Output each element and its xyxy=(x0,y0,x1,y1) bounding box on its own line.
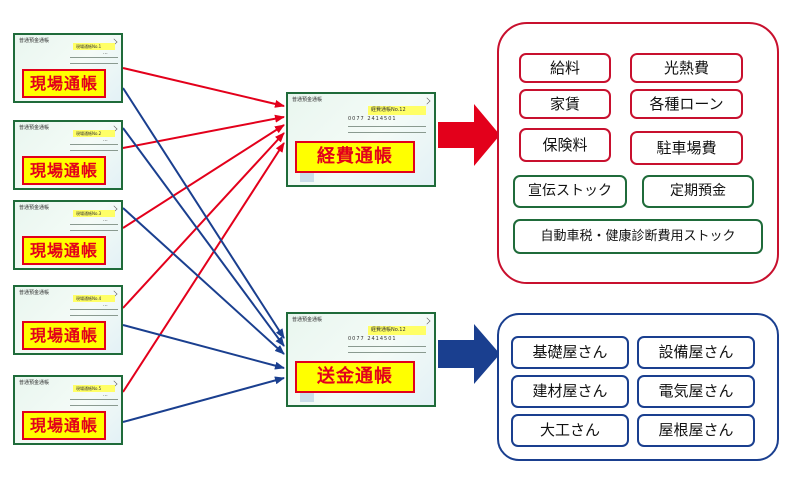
passbook-dots: ⋯ xyxy=(103,51,109,57)
passbook-line xyxy=(70,224,118,225)
passbook-tab: 現場通帳No.2 xyxy=(73,130,115,137)
passbook-line xyxy=(348,346,426,347)
site-passbook-4[interactable]: 普通預金通帳 現場通帳No.4 ⋯ 現場通帳 xyxy=(13,285,123,355)
expense-item-loans[interactable]: 各種ローン xyxy=(630,89,743,119)
expense-item-insurance[interactable]: 保険料 xyxy=(519,128,611,162)
passbook-bank-name: 普通預金通帳 xyxy=(19,205,50,211)
passbook-line xyxy=(348,132,426,133)
passbook-tab: 現場通帳No.4 xyxy=(73,295,115,302)
passbook-dots: ⋯ xyxy=(103,138,109,144)
expense-item-rent[interactable]: 家賃 xyxy=(519,89,611,119)
passbook-account: 0077 2414501 xyxy=(348,116,397,122)
passbook-line xyxy=(70,63,118,64)
site-passbook-label: 現場通帳 xyxy=(22,321,106,350)
passbook-tab: 経費通帳No.12 xyxy=(368,326,426,335)
transfer-output-arrow xyxy=(438,324,500,384)
connector-to-transfer-2 xyxy=(122,127,285,347)
expense-passbook-label: 経費通帳 xyxy=(295,141,415,173)
passbook-tab: 現場通帳No.3 xyxy=(73,210,115,217)
connector-to-transfer-1 xyxy=(122,87,285,339)
transfer-passbook[interactable]: 普通預金通帳 経費通帳No.12 0077 2414501 送金通帳 xyxy=(286,312,436,407)
connector-to-expense-2 xyxy=(122,114,285,149)
passbook-line xyxy=(70,230,118,231)
expense-item-utilities[interactable]: 光熱費 xyxy=(630,53,743,83)
transfer-item-roofer[interactable]: 屋根屋さん xyxy=(637,414,755,447)
site-passbook-5[interactable]: 普通預金通帳 現場通帳No.5 ⋯ 現場通帳 xyxy=(13,375,123,445)
passbook-tab: 経費通帳No.12 xyxy=(368,106,426,115)
passbook-tab: 現場通帳No.5 xyxy=(73,385,115,392)
passbook-line xyxy=(70,57,118,58)
site-passbook-1[interactable]: 普通預金通帳 現場通帳No.1 ⋯ 現場通帳 xyxy=(13,33,123,103)
transfer-item-carpenter[interactable]: 大工さん xyxy=(511,414,629,447)
site-passbook-label: 現場通帳 xyxy=(22,69,106,98)
connector-to-transfer-3 xyxy=(122,207,285,355)
expense-output-arrow xyxy=(438,104,500,166)
expense-passbook[interactable]: 普通預金通帳 経費通帳No.12 0077 2414501 経費通帳 xyxy=(286,92,436,187)
passbook-bank-name: 普通預金通帳 xyxy=(292,97,323,103)
passbook-dots: ⋯ xyxy=(103,218,109,224)
site-passbook-3[interactable]: 普通預金通帳 現場通帳No.3 ⋯ 現場通帳 xyxy=(13,200,123,270)
passbook-line xyxy=(348,352,426,353)
expense-destinations-group: 給料 光熱費 家賃 各種ローン 保険料 駐車場費 宣伝ストック 定期預金 自動車… xyxy=(497,22,779,284)
expense-item-car-tax-health-stock[interactable]: 自動車税・健康診断費用ストック xyxy=(513,219,763,254)
transfer-destinations-group: 基礎屋さん 設備屋さん 建材屋さん 電気屋さん 大工さん 屋根屋さん xyxy=(497,313,779,461)
transfer-item-materials[interactable]: 建材屋さん xyxy=(511,375,629,408)
site-passbook-2[interactable]: 普通預金通帳 現場通帳No.2 ⋯ 現場通帳 xyxy=(13,120,123,190)
transfer-item-electrical[interactable]: 電気屋さん xyxy=(637,375,755,408)
connector-to-transfer-5 xyxy=(122,376,285,423)
connector-to-transfer-4 xyxy=(122,324,285,370)
transfer-item-equipment[interactable]: 設備屋さん xyxy=(637,336,755,369)
passbook-line xyxy=(70,315,118,316)
connector-to-expense-3 xyxy=(122,124,285,229)
passbook-bank-name: 普通預金通帳 xyxy=(19,380,50,386)
passbook-dots: ⋯ xyxy=(103,393,109,399)
passbook-line xyxy=(70,405,118,406)
passbook-line xyxy=(70,144,118,145)
passbook-bank-name: 普通預金通帳 xyxy=(19,125,50,131)
passbook-bank-name: 普通預金通帳 xyxy=(19,290,50,296)
page-corner-icon xyxy=(423,97,431,105)
connector-to-expense-5 xyxy=(122,142,285,393)
connector-to-expense-1 xyxy=(122,67,285,108)
expense-item-salary[interactable]: 給料 xyxy=(519,53,611,83)
expense-item-time-deposit[interactable]: 定期預金 xyxy=(642,175,754,208)
passbook-pattern xyxy=(300,392,314,402)
passbook-tab: 現場通帳No.1 xyxy=(73,43,115,50)
page-corner-icon xyxy=(423,317,431,325)
passbook-account: 0077 2414501 xyxy=(348,336,397,342)
transfer-passbook-label: 送金通帳 xyxy=(295,361,415,393)
passbook-pattern xyxy=(300,172,314,182)
connector-to-expense-4 xyxy=(122,132,285,309)
passbook-line xyxy=(70,150,118,151)
passbook-line xyxy=(70,309,118,310)
passbook-bank-name: 普通預金通帳 xyxy=(292,317,323,323)
expense-item-parking[interactable]: 駐車場費 xyxy=(630,131,743,165)
expense-item-ad-stock[interactable]: 宣伝ストック xyxy=(513,175,627,208)
passbook-line xyxy=(348,126,426,127)
passbook-bank-name: 普通預金通帳 xyxy=(19,38,50,44)
site-passbook-label: 現場通帳 xyxy=(22,156,106,185)
passbook-dots: ⋯ xyxy=(103,303,109,309)
passbook-line xyxy=(70,399,118,400)
site-passbook-label: 現場通帳 xyxy=(22,236,106,265)
transfer-item-foundation[interactable]: 基礎屋さん xyxy=(511,336,629,369)
site-passbook-label: 現場通帳 xyxy=(22,411,106,440)
